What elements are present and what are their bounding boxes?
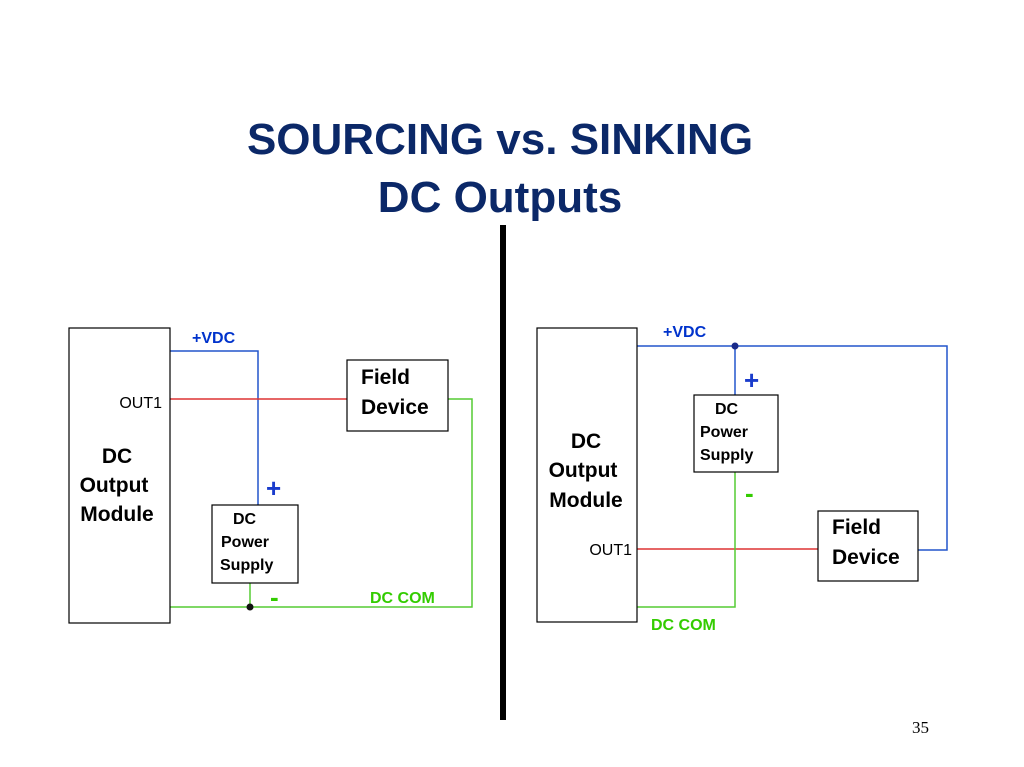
title-line-2: DC Outputs [377,173,623,222]
divider-line [500,225,506,720]
left-junction-dot [246,603,254,611]
left-module-label-3: Module [80,503,154,526]
left-power-supply [211,504,299,584]
right-ps-label-2: Power [700,424,748,441]
left-ps-label-3: Supply [220,557,273,574]
right-output-module [536,327,638,623]
left-field-device [346,359,449,432]
right-junction-dot [731,342,739,350]
right-plus-sign: + [744,365,759,395]
page-number: 35 [912,718,929,737]
left-dc-com-label: DC COM [370,590,435,607]
right-diagram: DC Output Module OUT1 DC Power Supply Fi… [536,324,948,634]
right-minus-sign: - [745,478,754,508]
left-vdc-label: +VDC [192,330,236,347]
right-field-device [817,510,919,582]
right-vdc-label: +VDC [663,324,707,341]
left-field-device-label-1: Field [361,366,410,389]
right-field-device-label-1: Field [832,516,881,539]
left-module-label-2: Output [80,474,149,497]
right-com-wire [637,472,736,608]
right-power-supply [693,394,779,473]
right-module-label-3: Module [549,489,623,512]
left-plus-sign: + [266,473,281,503]
right-module-label-2: Output [549,459,618,482]
right-dc-com-label: DC COM [651,617,716,634]
left-com-wire [170,398,473,608]
right-out1-label: OUT1 [589,542,632,559]
left-out1-label: OUT1 [119,395,162,412]
left-module-label-1: DC [102,445,132,468]
right-field-device-label-2: Device [832,546,900,569]
left-ps-label-2: Power [221,534,269,551]
left-vdc-wire [170,350,259,505]
left-output-module [68,327,171,624]
left-ps-label-1: DC [233,511,257,528]
right-vdc-wire [637,345,948,551]
right-module-label-1: DC [571,430,601,453]
left-minus-sign: - [270,582,279,612]
right-ps-label-1: DC [715,401,739,418]
left-diagram: DC Output Module OUT1 Field Device DC Po… [68,327,473,624]
right-ps-label-3: Supply [700,447,753,464]
left-field-device-label-2: Device [361,396,429,419]
title-line-1: SOURCING vs. SINKING [246,115,754,164]
